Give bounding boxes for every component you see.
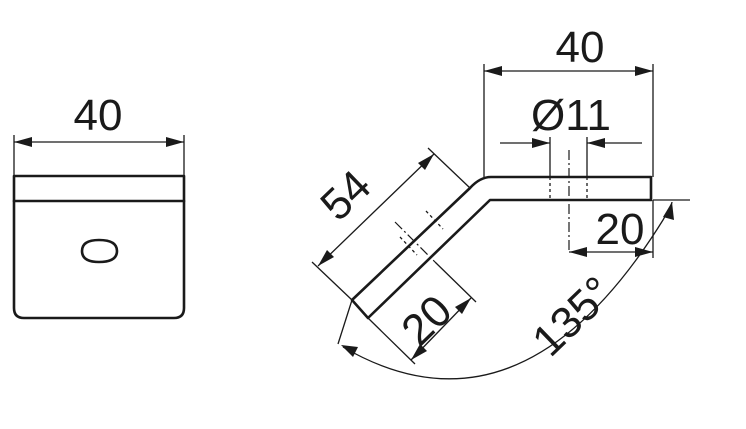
front-width-arrow-left	[14, 137, 32, 147]
angle-arrow-left	[341, 345, 358, 357]
slant-length-arrow-top	[418, 154, 434, 170]
slant-offset-arrow-b	[455, 298, 471, 314]
angle-arrow-right	[663, 202, 674, 220]
top-width-label: 40	[556, 23, 605, 72]
top-width-arrow-right	[635, 66, 653, 76]
front-slotted-hole	[80, 238, 119, 264]
hole-offset-label: 20	[596, 205, 645, 254]
slant-length-dimension-line	[317, 153, 435, 267]
slant-hole-hidden-b	[425, 210, 444, 230]
front-view: 40	[12, 91, 186, 320]
slant-extension-bottom	[311, 261, 353, 301]
slant-offset-extension-b	[434, 261, 477, 303]
side-view: 40 Ø11 20 54 20 135°	[311, 23, 690, 380]
hole-arrow-right	[587, 138, 605, 148]
front-width-label: 40	[74, 91, 123, 140]
top-width-arrow-left	[484, 66, 502, 76]
front-width-arrow-right	[166, 137, 184, 147]
front-plate-outline	[12, 174, 186, 320]
bracket-outline	[350, 175, 653, 320]
slant-length-arrow-bottom	[318, 250, 334, 266]
slant-offset-arrow-a	[411, 344, 427, 360]
slanted-length-label: 54	[311, 161, 380, 230]
slant-hole-hidden-a	[399, 236, 418, 256]
hole-arrow-left	[532, 138, 550, 148]
slant-offset-extension-a	[367, 317, 416, 365]
offset-arrow-left	[569, 247, 587, 257]
slant-hole-centerline	[394, 221, 436, 263]
slant-extension-top	[427, 147, 471, 189]
slanted-offset-label: 20	[392, 286, 461, 355]
bend-angle-label: 135°	[523, 267, 623, 365]
angle-extension-left	[337, 299, 353, 345]
hole-diameter-label: Ø11	[531, 91, 611, 140]
